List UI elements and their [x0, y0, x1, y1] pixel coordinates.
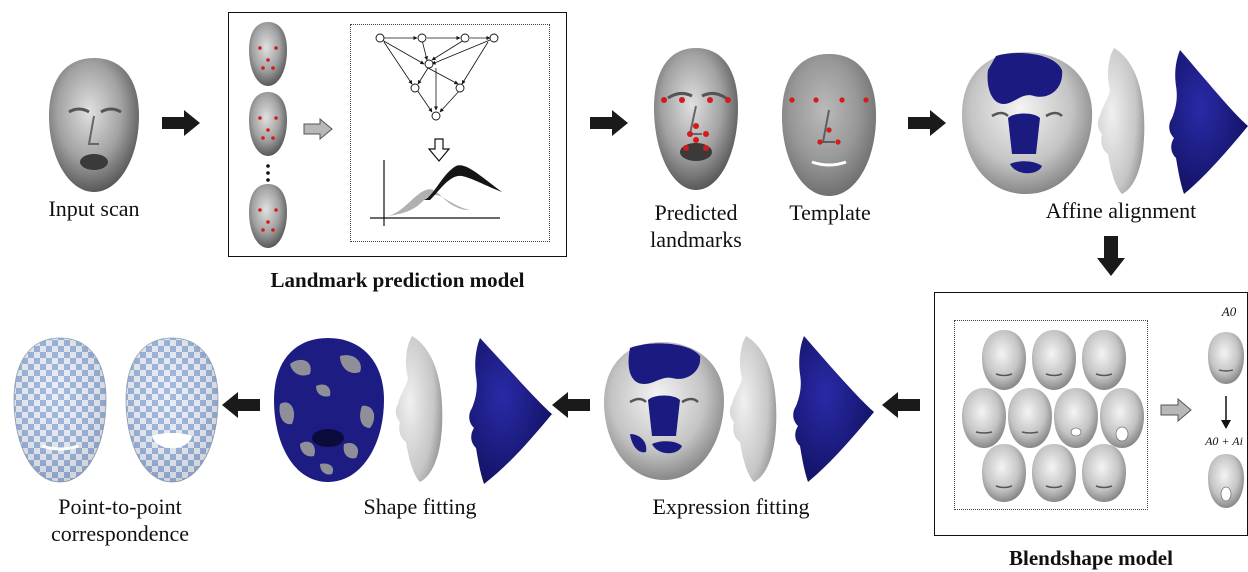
template-face — [782, 54, 876, 196]
shape-side-face — [395, 336, 443, 482]
expression-front-face — [604, 342, 724, 480]
affine-side-blue — [1169, 50, 1248, 194]
gray-arrow-icon — [1160, 398, 1192, 422]
graph-network — [375, 33, 499, 121]
predicted-landmarks-face — [654, 48, 738, 190]
blendshape-grid-panel — [954, 320, 1148, 510]
input-scan-caption: Input scan — [48, 196, 140, 221]
distribution-plot — [370, 160, 502, 226]
landmark-face-stack — [249, 22, 287, 248]
a0-label: A0 — [1221, 304, 1237, 319]
arrow-right-icon — [908, 110, 946, 136]
affine-caption: Affine alignment — [1045, 198, 1197, 223]
small-face-2 — [249, 92, 287, 156]
shape-caption: Shape fitting — [363, 494, 477, 519]
arrow-left-icon — [882, 392, 920, 418]
landmark-model-box — [228, 12, 567, 257]
arrow-left-icon — [552, 392, 590, 418]
a0-face — [1208, 332, 1244, 384]
expression-side-face — [729, 336, 777, 482]
expression-side-blue — [793, 336, 874, 482]
gray-arrow-icon — [303, 118, 333, 140]
arrow-right-icon — [590, 110, 628, 136]
shape-front-face — [274, 338, 384, 482]
arrow-left-icon — [222, 392, 260, 418]
small-face-3 — [249, 184, 287, 248]
correspondence-caption-line2: correspondence — [50, 521, 190, 546]
correspondence-face-1 — [13, 337, 107, 483]
a0-ai-face — [1208, 454, 1244, 508]
expression-caption: Expression fitting — [652, 494, 810, 519]
blendshape-grid — [962, 330, 1144, 502]
arrow-right-icon — [162, 110, 200, 136]
landmark-model-caption: Landmark prediction model — [270, 268, 525, 292]
predicted-caption-line2: landmarks — [650, 227, 742, 252]
affine-side-face — [1097, 48, 1145, 194]
input-scan-face — [49, 58, 139, 192]
arrow-down-icon — [1097, 236, 1125, 276]
predicted-caption-line1: Predicted — [654, 200, 738, 225]
blendshape-caption: Blendshape model — [1009, 546, 1173, 570]
small-face-1 — [249, 22, 287, 86]
correspondence-caption-line1: Point-to-point — [58, 494, 182, 519]
thin-down-arrow-icon — [1221, 396, 1231, 429]
graph-panel — [350, 24, 550, 242]
correspondence-face-2 — [125, 337, 219, 483]
affine-front-face — [962, 52, 1093, 194]
template-caption: Template — [789, 200, 871, 225]
shape-side-blue — [469, 338, 552, 484]
hollow-down-arrow-icon — [428, 138, 450, 162]
a0-ai-label: A0 + Ai — [1205, 434, 1243, 448]
